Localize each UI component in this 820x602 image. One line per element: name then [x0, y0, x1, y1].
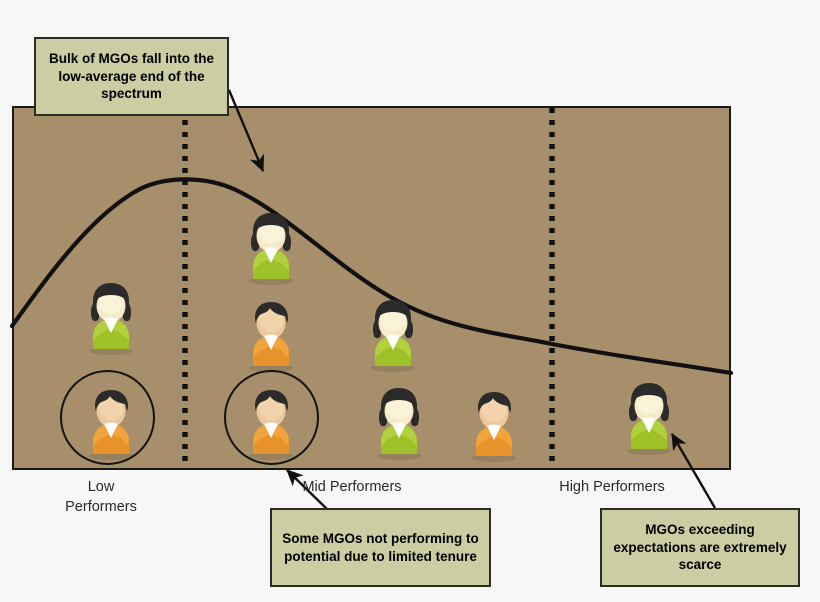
- callout-extremely-scarce: MGOs exceeding expectations are extremel…: [600, 508, 800, 587]
- person-male-icon: [240, 380, 302, 460]
- band-label-high: High Performers: [559, 479, 665, 495]
- person-female-icon: [80, 275, 142, 355]
- band-label-mid: Mid Performers: [302, 479, 402, 495]
- callout-bulk-of-mgos: Bulk of MGOs fall into the low-average e…: [34, 37, 229, 116]
- band-label-low: Low Performers: [65, 479, 137, 515]
- person-male-icon: [80, 380, 142, 460]
- callout-limited-tenure: Some MGOs not performing to potential du…: [270, 508, 491, 587]
- highlight-ring-icon: [60, 370, 155, 465]
- person-male-icon: [240, 292, 302, 372]
- person-female-icon: [368, 380, 430, 460]
- callout-bulk-text: Bulk of MGOs fall into the low-average e…: [49, 50, 214, 102]
- person-male-icon: [463, 382, 525, 462]
- highlight-ring-icon: [224, 370, 319, 465]
- callout-scarce-text: MGOs exceeding expectations are extremel…: [613, 521, 787, 573]
- person-female-icon: [362, 292, 424, 372]
- callout-tenure-text: Some MGOs not performing to potential du…: [282, 530, 479, 564]
- person-female-icon: [240, 205, 302, 285]
- person-female-icon: [618, 375, 680, 455]
